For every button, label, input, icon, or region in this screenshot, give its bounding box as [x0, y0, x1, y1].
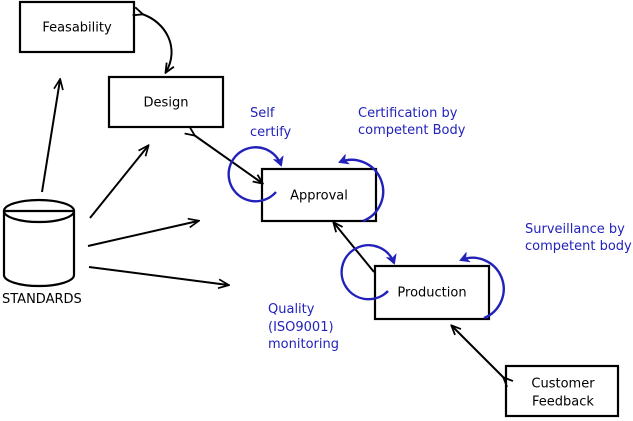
production-box[interactable]	[373, 264, 491, 321]
standards-cylinder-top	[2, 198, 76, 224]
surveillance-line2: competent body	[525, 239, 632, 254]
self-certify-loop-arc	[227, 146, 281, 203]
self-certify-line2: certify	[250, 125, 292, 140]
customer-feedback-label-line1: Customer	[531, 377, 595, 392]
edge-standards-to-feasability	[41, 80, 60, 193]
production-label: Production	[397, 286, 466, 301]
feasability-label: Feasability	[42, 21, 112, 36]
production-approval-arrow	[334, 223, 375, 273]
loop-certification	[340, 160, 385, 223]
annotation-surveillance-competent-body: Surveillance by competent body	[525, 222, 632, 254]
node-approval[interactable]: Approval	[260, 167, 378, 223]
certification-loop-arc	[340, 160, 385, 223]
loop-quality	[340, 244, 394, 301]
node-customer-feedback[interactable]: Customer Feedback	[504, 364, 620, 418]
design-box[interactable]	[107, 75, 225, 129]
edge-standards-to-approval	[87, 221, 198, 247]
customer-feedback-production-arrow	[452, 326, 504, 378]
surveillance-loop-arc	[461, 258, 505, 320]
edge-design-to-feasability	[142, 14, 172, 72]
approval-label: Approval	[290, 189, 348, 204]
standards-approval-arrow	[87, 221, 198, 247]
standards-feasability-arrow	[41, 80, 60, 193]
design-label: Design	[144, 96, 189, 111]
standards-production-arrow	[88, 266, 228, 285]
node-standards-datastore[interactable]: STANDARDS	[2, 198, 82, 307]
annotation-quality-iso9001-monitoring: Quality (ISO9001) monitoring	[268, 302, 339, 352]
standards-label: STANDARDS	[2, 292, 82, 307]
loop-self-certify	[227, 146, 281, 203]
standards-design-arrow	[89, 146, 148, 219]
design-approval-arrow	[194, 135, 262, 183]
surveillance-line1: Surveillance by	[525, 222, 625, 237]
certification-line2: competent Body	[358, 123, 466, 138]
customer-feedback-box[interactable]	[504, 364, 620, 418]
edge-design-approval	[194, 135, 262, 183]
edge-production-to-approval	[334, 223, 375, 273]
edge-standards-to-design	[89, 146, 148, 219]
self-certify-line1: Self	[250, 106, 275, 121]
annotation-certification-competent-body: Certification by competent Body	[358, 106, 466, 138]
annotation-self-certify: Self certify	[250, 106, 292, 140]
quality-line2: (ISO9001)	[268, 320, 334, 335]
approval-box[interactable]	[260, 167, 378, 223]
edge-standards-to-production	[88, 266, 228, 285]
customer-feedback-label-line2: Feedback	[532, 395, 594, 410]
certification-line1: Certification by	[358, 106, 458, 121]
design-feasability-arrow	[142, 14, 172, 72]
loop-surveillance	[461, 258, 505, 320]
node-design[interactable]: Design	[107, 75, 225, 129]
quality-loop-arc	[340, 244, 394, 301]
standards-cylinder-body[interactable]	[2, 209, 76, 288]
quality-line3: monitoring	[268, 337, 339, 352]
node-feasability[interactable]: Feasability	[18, 0, 136, 54]
quality-line1: Quality	[268, 302, 315, 317]
node-production[interactable]: Production	[373, 264, 491, 321]
edge-customer-feedback-production	[452, 326, 504, 378]
